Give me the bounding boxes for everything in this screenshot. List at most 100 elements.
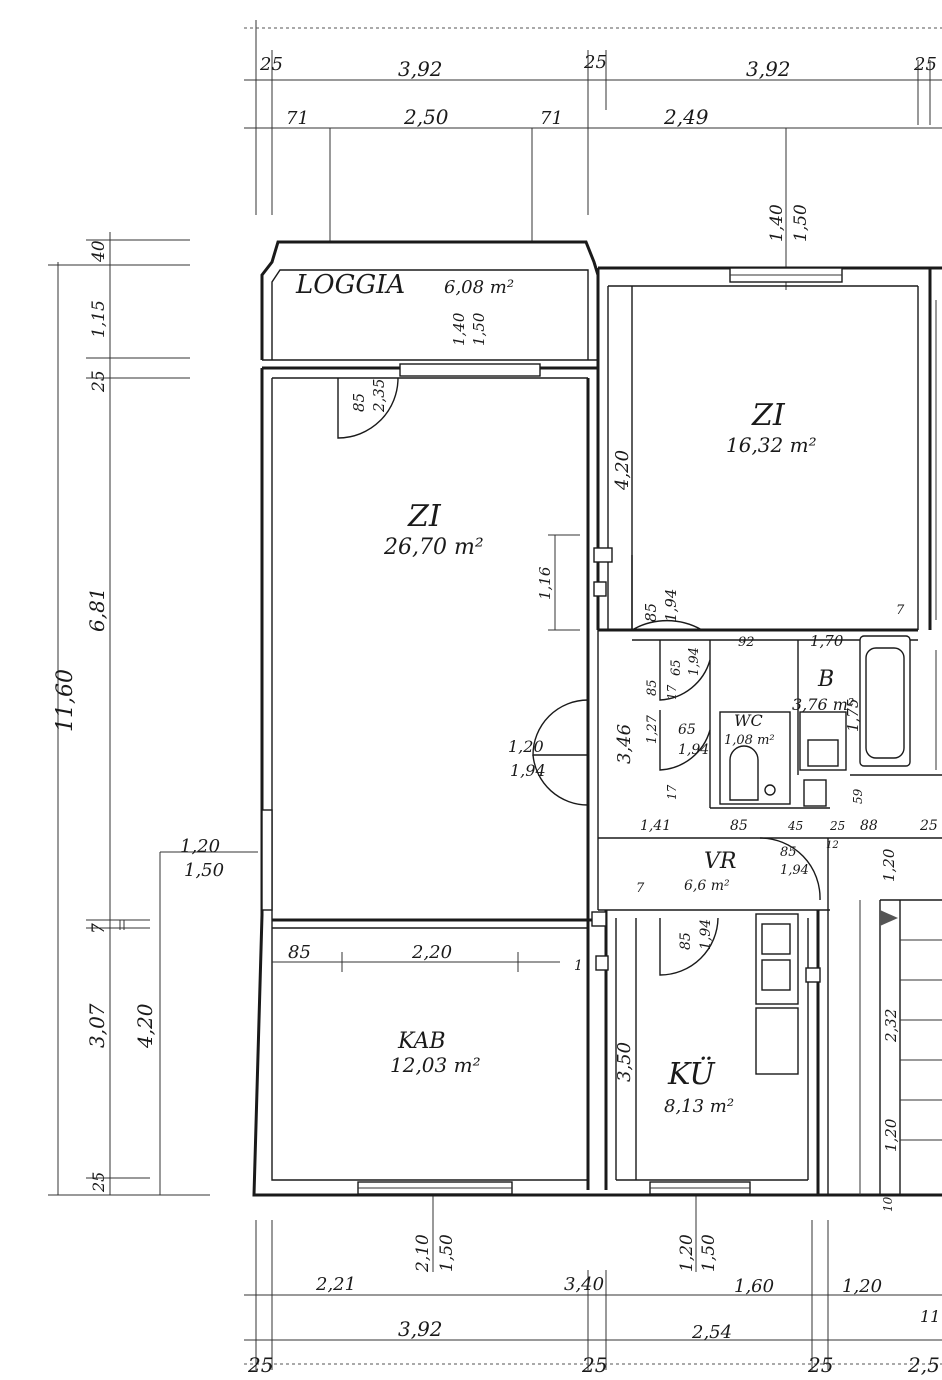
dim-top1-e: 25 (913, 54, 937, 75)
dim-door-b-a: 65 (669, 659, 684, 676)
dim-left-i: 25 (89, 1172, 108, 1193)
room-area-kue: 8,13 m² (664, 1096, 734, 1117)
room-area-kab: 12,03 m² (390, 1053, 481, 1077)
dim-ext-window-a: 1,20 (180, 836, 220, 857)
room-area-vr: 6,6 m² (684, 878, 730, 894)
dim-left-g: 3,07 (85, 1003, 109, 1048)
dim-hall-88: 88 (860, 818, 878, 834)
dim-bottom1-a: 2,21 (315, 1274, 356, 1295)
dim-wall-85: 85 (645, 679, 660, 696)
dim-top1-d: 3,92 (746, 57, 791, 81)
dim-door-loggia-a: 85 (350, 393, 368, 412)
room-name-wc: WC (734, 711, 763, 730)
dim-left-d: 6,81 (85, 587, 109, 632)
dim-bottom3-c: 25 (807, 1353, 833, 1377)
room-area-wc: 1,08 m² (724, 733, 775, 748)
top-dimension-lines (244, 20, 942, 290)
dim-door-b-b: 1,94 (687, 647, 702, 676)
dim-kue-depth: 3,50 (614, 1042, 635, 1082)
dim-door-double-a: 1,20 (508, 737, 544, 756)
room-name-zi-right: ZI (751, 398, 786, 433)
dim-kue-door-b: 1,94 (698, 919, 714, 950)
dim-top1-a: 25 (259, 54, 283, 75)
dim-left-c: 25 (89, 370, 109, 393)
dim-wall-17a: 17 (665, 684, 679, 700)
dim-hall-141: 1,41 (640, 818, 671, 834)
dim-top1-c: 25 (583, 52, 607, 73)
room-area-bad: 3,76 m² (792, 695, 854, 714)
room-name-bad: B (817, 667, 834, 692)
dim-bottom2-b: 2,54 (691, 1322, 732, 1343)
dim-window-top-right-a: 1,40 (767, 204, 787, 242)
dim-bad-w2: 1,70 (810, 632, 844, 650)
dim-hall-85: 85 (730, 818, 748, 834)
room-area-loggia: 6,08 m² (444, 277, 514, 298)
room-labels: LOGGIA 6,08 m² ZI 26,70 m² ZI 16,32 m² K… (295, 270, 854, 1117)
num-7a: 7 (636, 881, 645, 896)
dim-left-f: 7 (89, 923, 109, 934)
dim-left-h: 4,20 (133, 1003, 157, 1049)
room-name-kue: KÜ (667, 1056, 716, 1092)
top-dimension-text: 25 3,92 25 3,92 25 71 2,50 71 2,49 (259, 52, 937, 129)
dim-window-bottom-left-b: 1,50 (437, 1234, 457, 1272)
dim-bottom2-a: 3,92 (398, 1317, 443, 1341)
dim-window-bottom-left-a: 2,10 (413, 1234, 433, 1273)
room-area-zi-right: 16,32 m² (726, 433, 817, 457)
dim-top2-b: 2,50 (403, 105, 449, 129)
dim-kue-door-a: 85 (678, 932, 694, 950)
dim-stair-120: 1,20 (882, 1118, 900, 1152)
dim-hall-depth: 3,46 (614, 724, 635, 764)
num-59: 59 (851, 788, 865, 804)
dim-top2-d: 2,49 (663, 105, 709, 129)
dim-ext-window-b: 1,50 (184, 860, 224, 881)
dim-hall-45: 45 (787, 819, 803, 833)
dim-left-b: 1,15 (89, 300, 109, 338)
dim-bad-h: 1,75 (844, 699, 862, 732)
num-25r: 25 (919, 818, 938, 834)
interior-dimension-text: 4,20 1,16 85 1,94 1,20 1,94 3,46 92 1,70… (272, 450, 938, 1212)
dim-door-wc-b: 1,94 (678, 742, 709, 758)
dim-vr-door-b: 1,94 (780, 863, 809, 878)
dim-door-loggia-b: 2,35 (370, 379, 388, 413)
dim-top1-b: 3,92 (398, 57, 443, 81)
dim-wall-17b: 17 (665, 784, 679, 800)
dim-window-loggia-b: 1,50 (470, 312, 488, 346)
bottom-dimension-lines (244, 1195, 942, 1370)
counter-fixture (755, 1007, 799, 1075)
room-name-vr: VR (704, 849, 736, 874)
num-12: 12 (826, 840, 839, 851)
doors (337, 377, 821, 976)
dim-vr-door-a: 85 (780, 845, 797, 860)
opening-dimension-text: 1,40 1,50 1,40 1,50 85 2,35 2,10 1,50 1,… (350, 204, 811, 1273)
room-name-kab: KAB (397, 1029, 446, 1054)
dim-left-a: 40 (89, 240, 109, 263)
num-7b: 7 (896, 603, 905, 618)
dim-door-zi-right-b: 1,94 (662, 589, 680, 622)
room-name-zi-left: ZI (407, 499, 442, 534)
left-dimension-lines (48, 232, 258, 1196)
fixtures (591, 547, 911, 1075)
dim-zi-left-door-h: 1,16 (536, 566, 554, 600)
bottom-dimension-text: 2,21 3,40 1,60 1,20 11 3,92 2,54 25 25 2… (247, 1274, 940, 1377)
num-1: 1 (574, 958, 583, 974)
dim-kab-220: 2,20 (411, 942, 452, 963)
dim-bottom1-c: 1,60 (734, 1276, 774, 1297)
dim-left-e: 11,60 (53, 669, 78, 732)
walls (252, 240, 942, 1197)
num-10: 10 (881, 1196, 895, 1212)
dim-bottom3-a: 25 (247, 1353, 273, 1377)
dim-vr-h: 1,20 (880, 848, 898, 882)
dim-bad-w1: 92 (738, 635, 755, 650)
dim-bottom1-b: 3,40 (564, 1274, 604, 1295)
dim-kab-85: 85 (288, 942, 311, 963)
dim-bottom3-b: 25 (581, 1353, 607, 1377)
dim-door-wc-a: 65 (678, 722, 696, 738)
toilet-fixture (719, 711, 791, 805)
dim-window-loggia-a: 1,40 (450, 312, 468, 346)
dim-zi-right-depth: 4,20 (612, 450, 633, 491)
dim-hall-25: 25 (829, 819, 845, 833)
room-area-zi-left: 26,70 m² (383, 535, 484, 560)
dim-door-zi-right-a: 85 (642, 603, 660, 622)
dim-door-double-b: 1,94 (510, 761, 546, 780)
